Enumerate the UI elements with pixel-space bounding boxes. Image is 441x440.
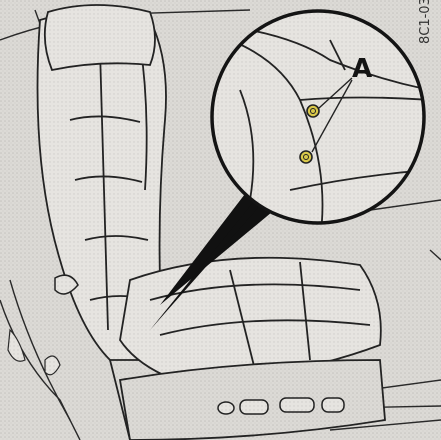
seat-switch-3 <box>322 398 344 412</box>
seat-fastening-point <box>307 105 319 117</box>
seat-switch-1 <box>240 400 268 414</box>
seat-switch-2 <box>280 398 314 412</box>
callout-label-a: A <box>352 54 372 84</box>
seat-headrest <box>45 5 155 70</box>
seat-knob <box>218 402 234 414</box>
seat-fastening-point <box>300 151 312 163</box>
figure-code: 8C1-031 <box>418 0 433 44</box>
